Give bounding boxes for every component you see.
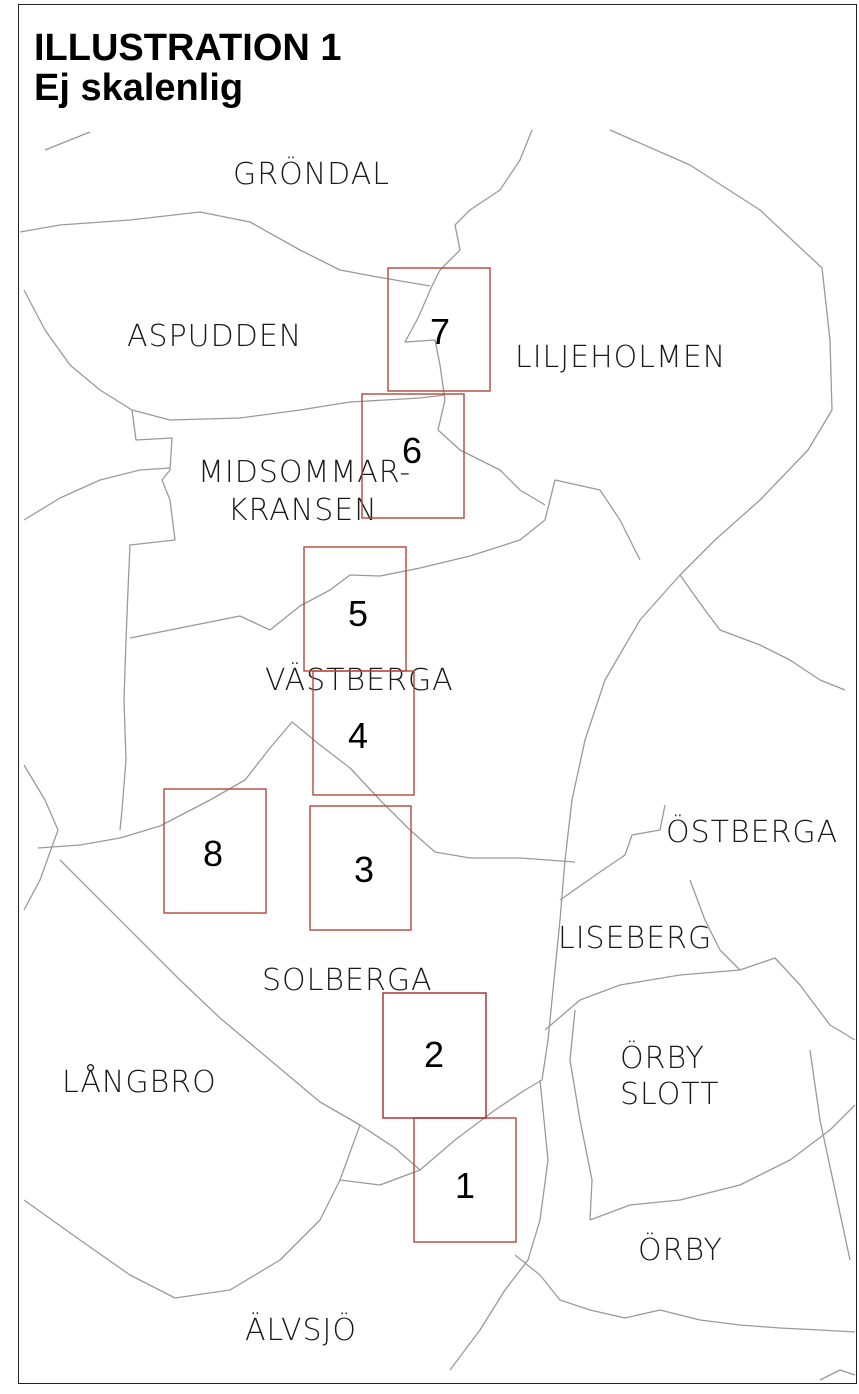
map-sheet-6-label: 6 [402, 430, 422, 471]
map-sheet-5-outline [303, 546, 407, 672]
map-sheet-1-label: 1 [455, 1165, 475, 1206]
district-label-orby-slott: ÖRBY SLOTT [620, 1040, 719, 1112]
map-sheet-8-outline [163, 788, 267, 914]
map-sheet-3[interactable]: 3 [309, 805, 412, 931]
district-label-vastberga: VÄSTBERGA [265, 662, 454, 698]
map-sheet-6-outline [361, 393, 465, 519]
district-label-liljeholmen: LILJEHOLMEN [515, 340, 726, 375]
district-label-aspudden: ASPUDDEN [127, 319, 302, 354]
map-sheet-2-label: 2 [424, 1034, 444, 1075]
map-sheet-7-label: 7 [430, 311, 450, 352]
map-sheets: 1 2 3 4 5 6 7 8 [163, 267, 517, 1243]
map-sheet-2[interactable]: 2 [382, 992, 487, 1119]
map-sheet-4-label: 4 [348, 715, 368, 756]
district-label-orby: ÖRBY [638, 1232, 723, 1268]
district-boundaries [19, 129, 856, 1381]
map-sheet-5-label: 5 [348, 593, 368, 634]
map-title: ILLUSTRATION 1 [34, 27, 342, 69]
district-labels: GRÖNDAL ASPUDDEN LILJEHOLMEN MIDSOMMAR- … [62, 156, 838, 1348]
district-label-solberga: SOLBERGA [262, 963, 433, 998]
map-sheet-3-label: 3 [354, 849, 374, 890]
district-label-langbro: LÅNGBRO [62, 1063, 217, 1100]
district-label-alvsjo: ÄLVSJÖ [245, 1312, 357, 1348]
map-frame [18, 4, 857, 1384]
district-label-liseberg: LISEBERG [558, 921, 712, 956]
district-label-ostberga: ÖSTBERGA [666, 814, 838, 850]
map-subtitle: Ej skalenlig [34, 67, 244, 109]
district-label-grondal: GRÖNDAL [233, 156, 390, 192]
map-sheet-3-outline [309, 805, 412, 931]
map-sheet-5[interactable]: 5 [303, 546, 407, 672]
map-sheet-8[interactable]: 8 [163, 788, 267, 914]
map-sheet-8-label: 8 [203, 833, 223, 874]
map-sheet-7-outline [387, 267, 491, 392]
map-sheet-1[interactable]: 1 [413, 1117, 517, 1243]
map-sheet-2-outline [382, 992, 487, 1119]
district-label-midsommarkransen: MIDSOMMAR- KRANSEN [198, 455, 422, 528]
map-sheet-6[interactable]: 6 [361, 393, 465, 519]
map-sheet-7[interactable]: 7 [387, 267, 491, 392]
